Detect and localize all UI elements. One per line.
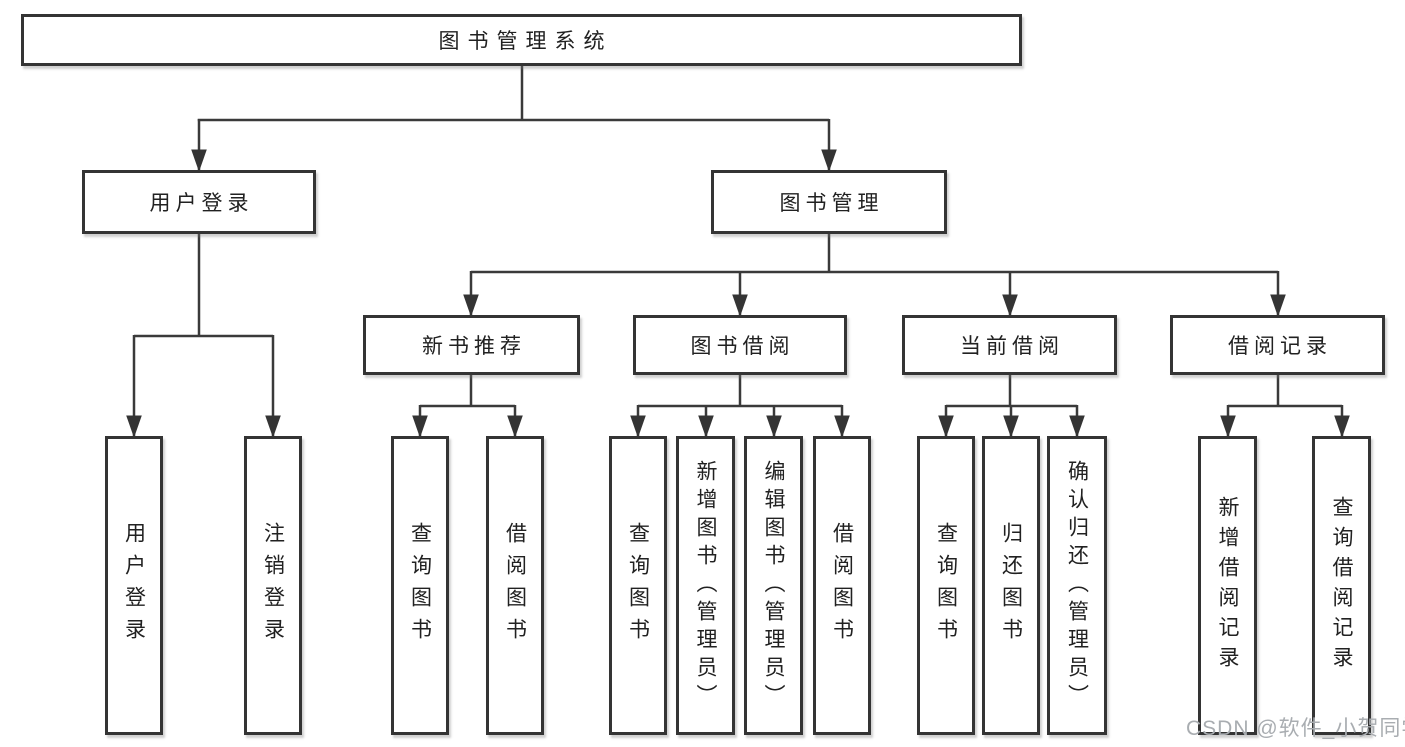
leaf-query-books-borrow: 查询图书 [609,436,667,735]
leaf-query-borrow-record: 查询借阅记录 [1312,436,1371,735]
node-label: 借阅图书 [830,521,854,650]
node-label: 图书管理 [779,192,884,215]
node-book-management: 图书管理 [711,170,947,234]
node-current-borrow: 当前借阅 [902,315,1117,375]
node-label: 注销登录 [261,521,285,650]
node-label: 编辑图书（管理员） [762,459,785,712]
node-borrow-records: 借阅记录 [1170,315,1385,375]
node-label: 查询借阅记录 [1330,495,1353,676]
node-library-management-system: 图书管理系统 [21,14,1022,66]
node-label: 借阅记录 [1228,335,1332,358]
node-label: 查询图书 [934,521,958,650]
node-label: 归还图书 [999,521,1023,650]
leaf-query-books-current: 查询图书 [917,436,975,735]
node-label: 用户登录 [122,521,146,650]
leaf-add-borrow-record: 新增借阅记录 [1198,436,1257,735]
leaf-logout-login: 注销登录 [244,436,302,735]
node-label: 新书推荐 [422,335,526,358]
node-new-book-recommend: 新书推荐 [363,315,580,375]
node-label: 查询图书 [626,521,650,650]
node-label: 当前借阅 [960,335,1064,358]
leaf-borrow-books: 借阅图书 [813,436,871,735]
node-book-borrow: 图书借阅 [633,315,847,375]
node-label: 新增借阅记录 [1216,495,1239,676]
watermark: CSDN @软件_小贺同学 [1186,717,1405,740]
leaf-user-login: 用户登录 [105,436,163,735]
leaf-edit-books-admin: 编辑图书（管理员） [744,436,803,735]
node-label: 新增图书（管理员） [694,459,717,712]
node-label: 借阅图书 [503,521,527,650]
node-label: 图书管理系统 [438,30,613,53]
leaf-borrow-books-recommend: 借阅图书 [486,436,544,735]
node-user-login: 用户登录 [82,170,316,234]
leaf-confirm-return-admin: 确认归还（管理员） [1047,436,1107,735]
leaf-return-books: 归还图书 [982,436,1040,735]
node-label: 图书借阅 [690,335,795,358]
node-label: 用户登录 [149,192,254,215]
node-label: 确认归还（管理员） [1065,459,1089,712]
leaf-query-books-recommend: 查询图书 [391,436,449,735]
node-label: 查询图书 [408,521,432,650]
leaf-add-books-admin: 新增图书（管理员） [676,436,735,735]
